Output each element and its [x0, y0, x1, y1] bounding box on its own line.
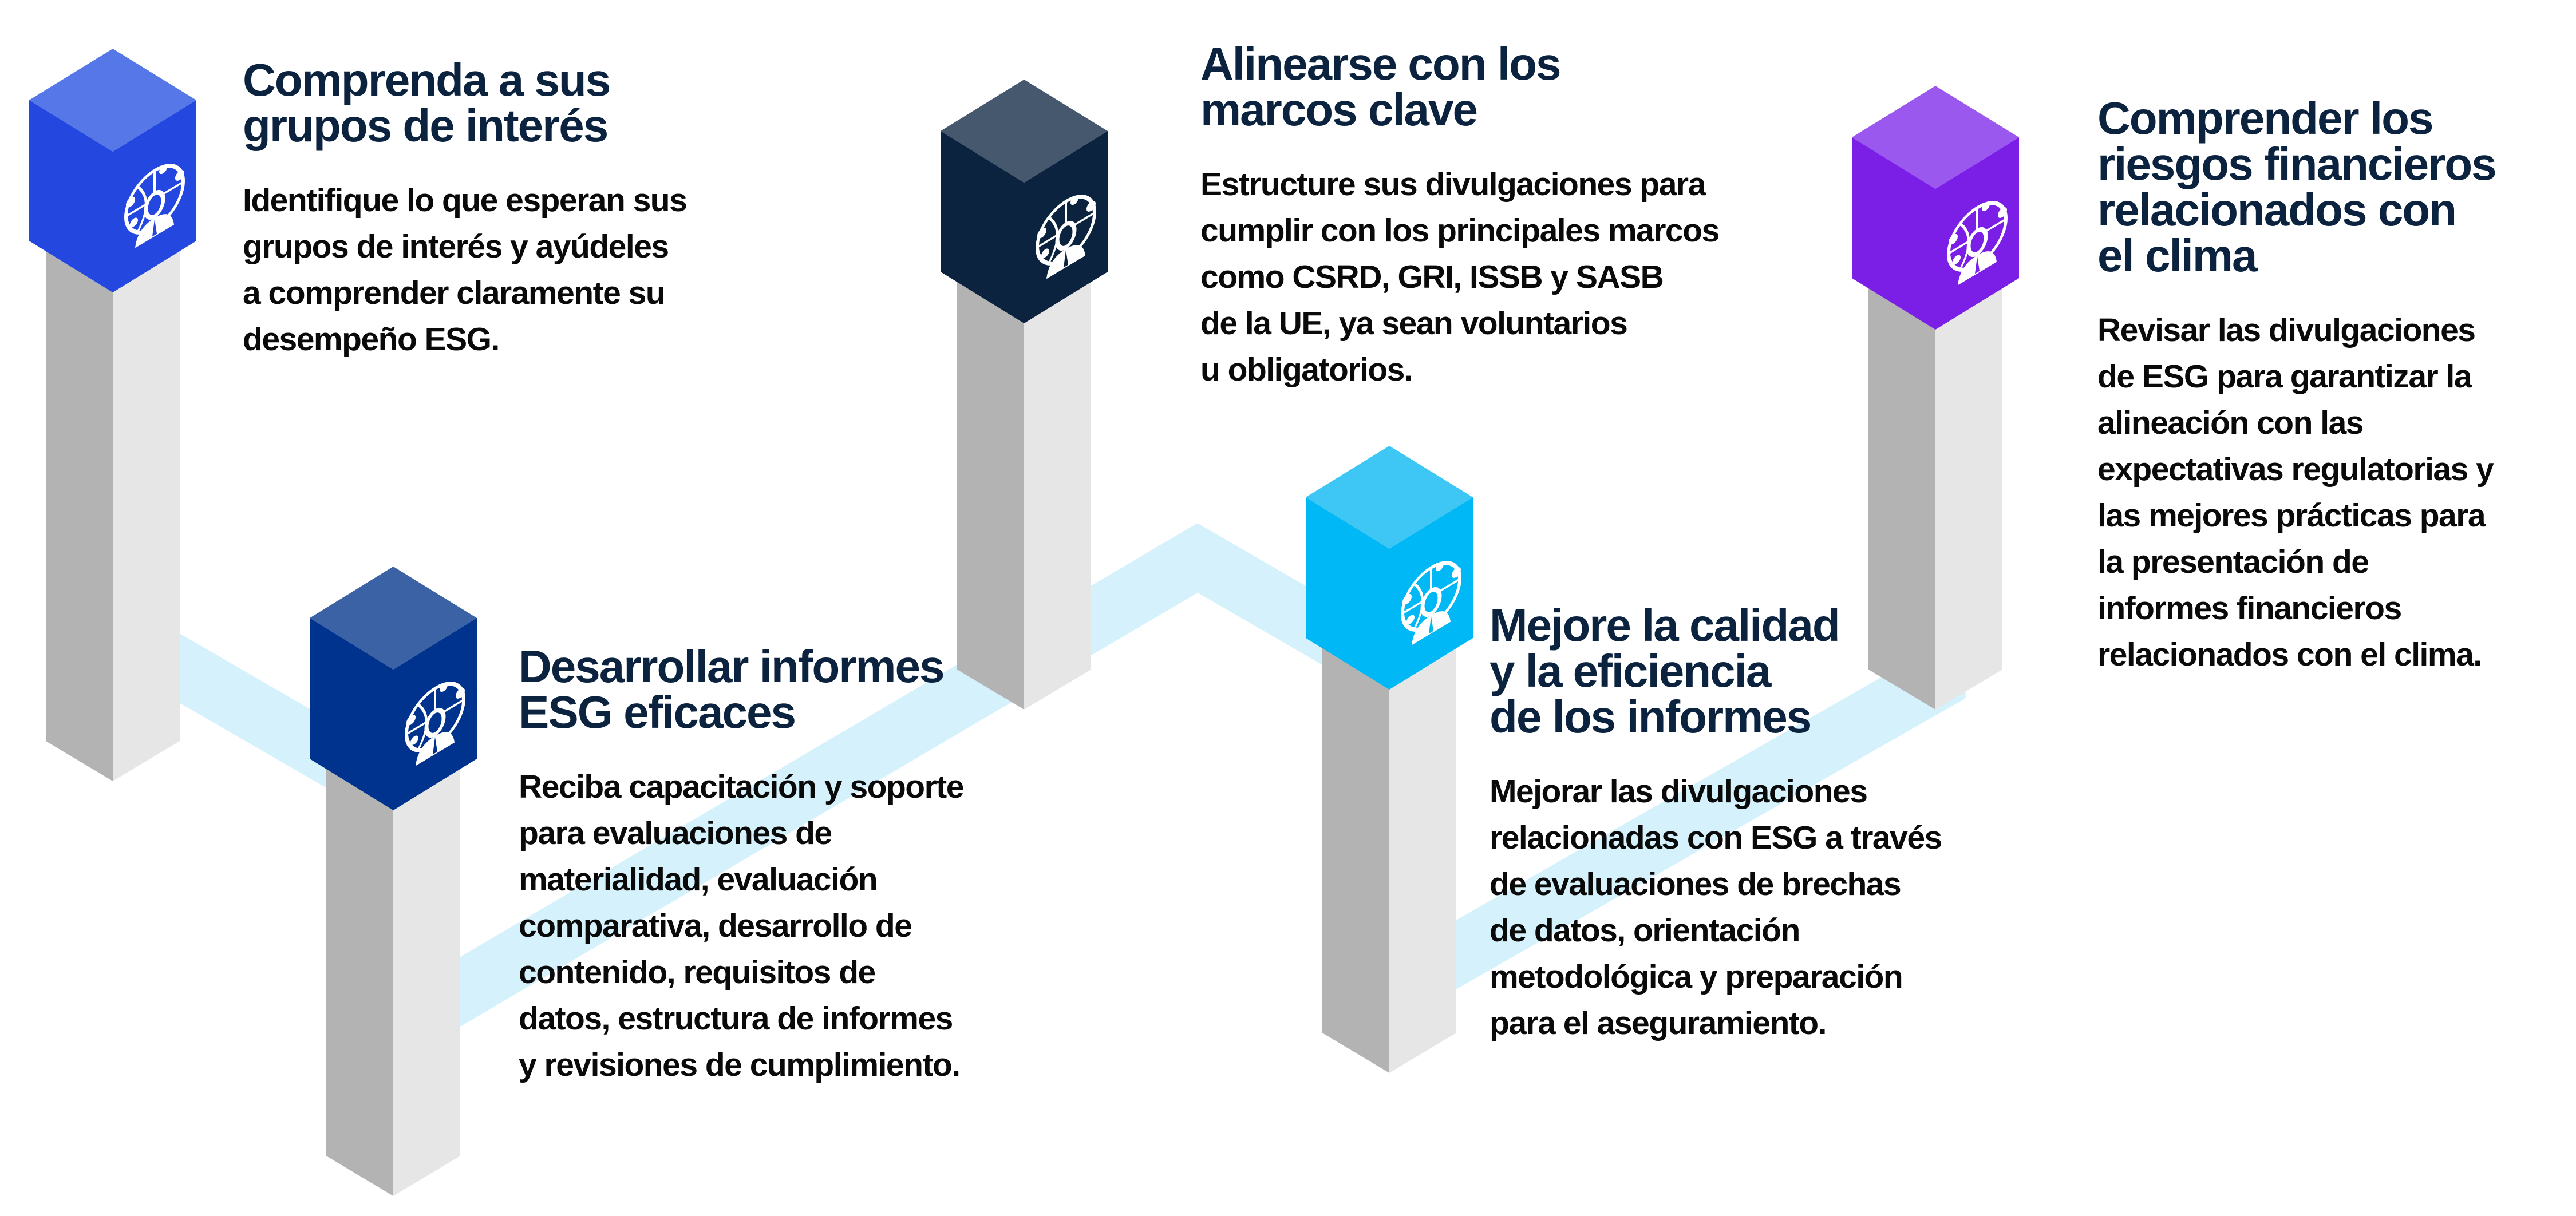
text-line: datos, estructura de informes: [519, 1000, 953, 1037]
text-line: Identifique lo que esperan sus: [243, 182, 688, 219]
text-line: y la eficiencia: [1490, 645, 1771, 696]
cube-left-face: [941, 131, 1024, 323]
text-line: Reciba capacitación y soporte: [519, 769, 964, 805]
pillar-right-face: [1024, 251, 1091, 710]
text-line: relacionados con el clima.: [2097, 636, 2482, 673]
cube-left-face: [1306, 497, 1389, 690]
step-4-description: Mejorar las divulgaciones relacionadas co…: [1490, 769, 1942, 1047]
pillar-right-face: [393, 738, 460, 1196]
text-line: grupos de interés y ayúdeles: [243, 228, 669, 265]
step-1-pillar: [29, 49, 196, 781]
step-5-pillar: [1852, 86, 2019, 710]
step-5-description: Revisar las divulgaciones de ESG para gar…: [2097, 307, 2496, 678]
step-2-pillar: [310, 567, 477, 1196]
pillar-left-face: [326, 738, 393, 1196]
text-line: de la UE, ya sean voluntarios: [1200, 305, 1628, 342]
text-line: Estructure sus divulgaciones para: [1200, 166, 1706, 203]
text-line: contenido, requisitos de: [519, 954, 876, 991]
step-4-pillar: [1306, 446, 1473, 1073]
pillar-right-face: [1389, 617, 1456, 1073]
text-line: cumplir con los principales marcos: [1200, 212, 1720, 249]
pillar-left-face: [957, 251, 1024, 710]
text-line: a comprender claramente su: [243, 275, 666, 311]
step-3-description: Estructure sus divulgaciones para cumplir…: [1200, 161, 1720, 393]
globe-person-icon: [124, 164, 185, 248]
step-2-description: Reciba capacitación y soporte para evalua…: [519, 764, 964, 1088]
text-line: desempeño ESG.: [243, 321, 500, 358]
text-line: Desarrollar informes: [519, 641, 945, 692]
step-3-pillar: [941, 80, 1108, 710]
globe-person-icon: [1947, 201, 2008, 286]
text-line: y revisiones de cumplimiento.: [519, 1047, 961, 1083]
text-line: expectativas regulatorias y: [2097, 451, 2494, 488]
pillar-right-face: [113, 220, 180, 781]
text-line: alineación con las: [2097, 405, 2364, 441]
globe-person-icon: [1036, 195, 1096, 279]
text-line: comparativa, desarrollo de: [519, 908, 912, 944]
cube-left-face: [310, 618, 393, 810]
text-line: ESG eficaces: [519, 687, 796, 738]
text-line: marcos clave: [1200, 84, 1478, 135]
pillar-right-face: [1935, 258, 2002, 710]
pillar-left-face: [46, 220, 113, 781]
text-line: Comprender los: [2097, 93, 2433, 144]
text-line: como CSRD, GRI, ISSB y SASB: [1200, 259, 1664, 295]
text-line: riesgos financieros: [2097, 138, 2497, 189]
globe-person-icon: [405, 682, 465, 766]
text-line: para evaluaciones de: [519, 815, 832, 851]
text-line: Revisar las divulgaciones: [2097, 312, 2476, 348]
text-line: Comprenda a sus: [243, 54, 611, 105]
text-line: de los informes: [1490, 691, 1812, 742]
text-line: grupos de interés: [243, 100, 609, 151]
text-line: Mejore la calidad: [1490, 600, 1840, 651]
cube-left-face: [1852, 137, 1935, 330]
text-line: u obligatorios.: [1200, 351, 1413, 388]
text-line: materialidad, evaluación: [519, 861, 878, 898]
text-line: para el aseguramiento.: [1490, 1005, 1827, 1041]
text-line: de evaluaciones de brechas: [1490, 866, 1902, 902]
pillar-left-face: [1868, 258, 1935, 710]
text-line: de datos, orientación: [1490, 912, 1800, 949]
text-line: las mejores prácticas para: [2097, 497, 2486, 534]
text-line: Alinearse con los: [1200, 38, 1561, 89]
text-line: informes financieros: [2097, 590, 2402, 627]
text-line: el clima: [2097, 230, 2258, 281]
step-1-description: Identifique lo que esperan sus grupos de …: [243, 177, 688, 363]
text-line: la presentación de: [2097, 544, 2369, 580]
pillar-left-face: [1322, 617, 1389, 1073]
text-line: relacionados con: [2097, 184, 2457, 235]
text-line: de ESG para garantizar la: [2097, 358, 2472, 395]
text-line: Mejorar las divulgaciones: [1490, 773, 1868, 810]
text-line: relacionadas con ESG a través: [1490, 819, 1942, 856]
text-line: metodológica y preparación: [1490, 958, 1903, 995]
globe-person-icon: [1401, 561, 1461, 645]
cube-left-face: [29, 100, 113, 292]
